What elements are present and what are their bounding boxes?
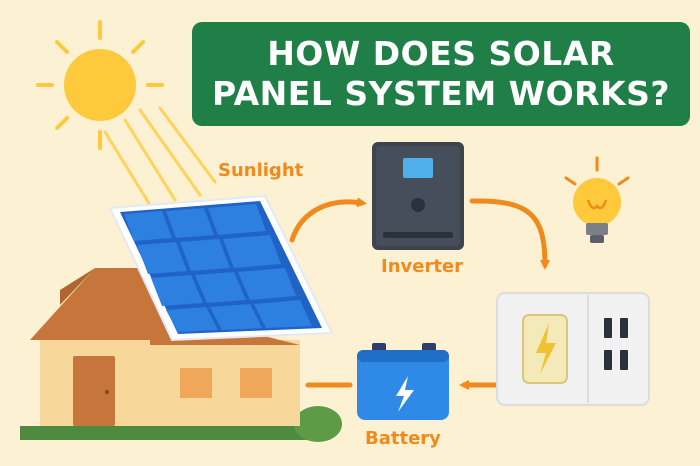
solar-panel-icon (108, 194, 334, 342)
title-line-1: HOW DOES SOLAR (267, 34, 615, 73)
inverter-label: Inverter (381, 256, 464, 277)
battery-icon (357, 343, 449, 420)
sunlight-label: Sunlight (218, 160, 304, 181)
lightbulb-icon (564, 156, 630, 243)
electric-panel-icon (496, 292, 650, 406)
title-banner: HOW DOES SOLAR PANEL SYSTEM WORKS? (192, 22, 690, 126)
title-line-2: PANEL SYSTEM WORKS? (211, 74, 671, 113)
inverter-icon (372, 142, 464, 250)
battery-label: Battery (365, 428, 441, 449)
sun-icon (36, 20, 217, 207)
arrow-inverter-to-panel (469, 198, 550, 270)
arrow-panel-to-inverter (289, 197, 367, 243)
